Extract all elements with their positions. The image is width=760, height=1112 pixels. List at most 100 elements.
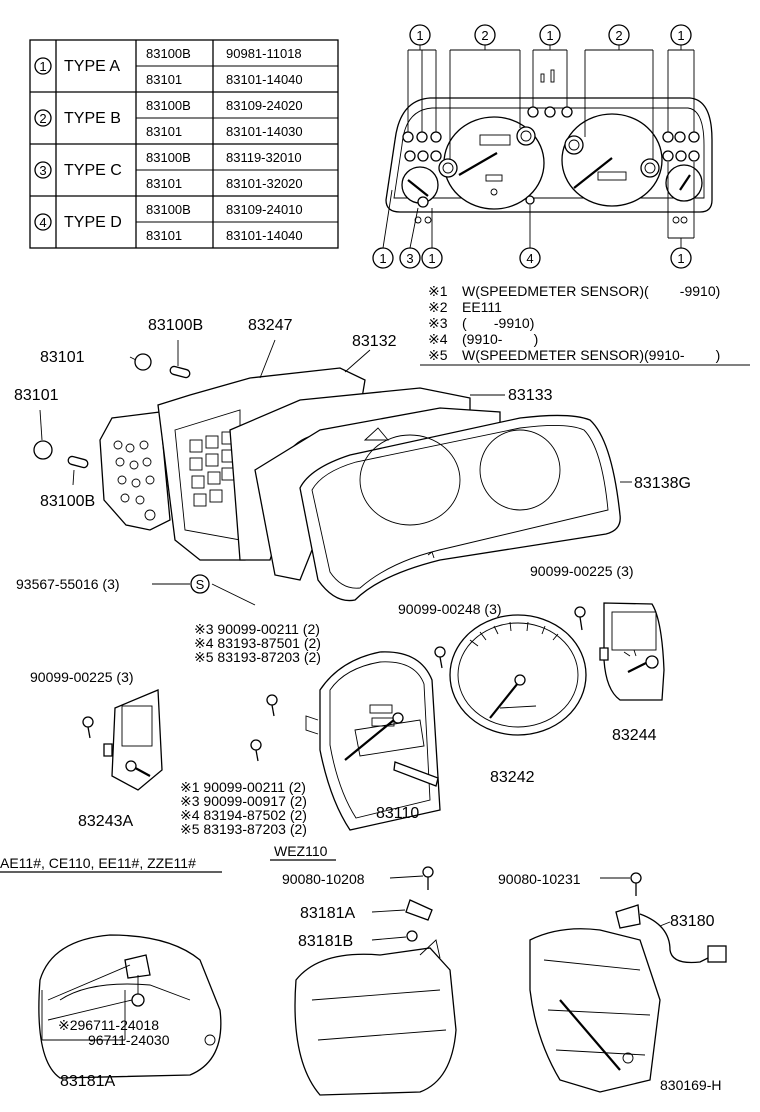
- table-row-circle: [34, 213, 52, 231]
- s-circle-label: S: [196, 577, 205, 592]
- table-cell-part: 83101: [146, 176, 182, 191]
- label-83244: 83244: [612, 727, 657, 744]
- label-96711: 96711-24030: [88, 1032, 170, 1048]
- label-90080-10231: 90080-10231: [498, 871, 581, 887]
- table-cell-partnumber: 90981-11018: [226, 46, 302, 61]
- table-cell-part: 83100B: [146, 98, 191, 113]
- label-90099-00225-right: 90099-00225 (3): [530, 563, 634, 579]
- callout-number: 1: [546, 28, 553, 43]
- table-cell-partnumber: 83101-14030: [226, 124, 303, 139]
- gauge-83244: [599, 602, 665, 701]
- label-83132: 83132: [352, 333, 397, 350]
- label-90080-10208: 90080-10208: [282, 871, 365, 887]
- table-cell-part: 83100B: [146, 150, 191, 165]
- label-83100B-left: 83100B: [40, 493, 95, 510]
- tachometer-83242: [449, 614, 587, 736]
- label-83101-left: 83101: [40, 349, 85, 366]
- transaxle-right: [529, 872, 727, 1093]
- label-83110: 83110: [376, 805, 419, 822]
- label-83100B-top: 83100B: [148, 317, 203, 334]
- callout-circle: [539, 24, 561, 46]
- label-ref4-a: ※4 83193-87501 (2): [194, 635, 321, 651]
- note-mark: ※2: [428, 299, 448, 315]
- callout-number: 3: [406, 251, 413, 266]
- callout-circle: [608, 24, 630, 46]
- speedometer-83110: [305, 651, 441, 831]
- part-labels: 83100B 83247 83132 83101 83101 83133 831…: [0, 317, 722, 1093]
- screws: [82, 606, 586, 762]
- table-row-circle: [34, 161, 52, 179]
- exploded-leaders: [39, 339, 632, 606]
- callout-circle: [670, 247, 692, 269]
- label-ref5-b: ※5 83193-87203 (2): [180, 821, 307, 837]
- callout-circle: [372, 247, 394, 269]
- cluster-exploded-view: [33, 353, 621, 602]
- table-row-type: TYPE A: [64, 58, 120, 75]
- note-text: (9910- ): [462, 331, 538, 347]
- model-label-left: AE11#, CE110, EE11#, ZZE11#: [0, 855, 196, 871]
- callout-circle: [421, 247, 443, 269]
- table-row-number: 3: [39, 163, 46, 178]
- label-83243A: 83243A: [78, 813, 133, 830]
- note-mark: ※4: [428, 331, 448, 347]
- label-83181A-mid: 83181A: [300, 905, 355, 922]
- label-83181A-bottom: 83181A: [60, 1073, 115, 1090]
- label-83133: 83133: [508, 387, 553, 404]
- table-row-circle: [34, 109, 52, 127]
- label-83101-upper: 83101: [14, 387, 59, 404]
- callout-circle: [519, 247, 541, 269]
- model-label-mid: WEZ110: [274, 843, 328, 859]
- note-text: W(SPEEDMETER SENSOR)(9910- ): [462, 347, 720, 363]
- callout-circle: [670, 24, 692, 46]
- label-83180: 83180: [670, 913, 715, 930]
- callout-number: 2: [481, 28, 488, 43]
- table-row-circle: [34, 57, 52, 75]
- callout-number: 1: [379, 251, 386, 266]
- note-mark: ※5: [428, 347, 448, 363]
- label-296711: ※296711-24018: [58, 1017, 159, 1033]
- note-mark: ※1: [428, 283, 448, 299]
- diagram-ref-code: 830169-H: [660, 1077, 722, 1093]
- table-row-number: 4: [39, 215, 46, 230]
- type-table: [29, 39, 339, 249]
- label-93567: 93567-55016 (3): [16, 576, 120, 592]
- gauge-83243A: [103, 689, 163, 791]
- transaxle-left: [38, 934, 222, 1079]
- table-row-type: TYPE B: [64, 110, 121, 127]
- table-cell-part: 83101: [146, 124, 182, 139]
- table-cell-partnumber: 83101-14040: [226, 228, 303, 243]
- table-cell-part: 83101: [146, 72, 182, 87]
- table-cell-partnumber: 83101-14040: [226, 72, 303, 87]
- table-row-type: TYPE D: [64, 214, 122, 231]
- callout-number: 1: [677, 251, 684, 266]
- callout-number: 1: [677, 28, 684, 43]
- table-cell-partnumber: 83109-24010: [226, 202, 303, 217]
- table-cell-partnumber: 83101-32020: [226, 176, 303, 191]
- callout-number: 4: [526, 251, 533, 266]
- note-text: ( -9910): [462, 315, 534, 331]
- table-cell-part: 83100B: [146, 202, 191, 217]
- note-text: W(SPEEDMETER SENSOR)( -9910): [462, 283, 720, 299]
- table-cell-part: 83101: [146, 228, 182, 243]
- callout-circle: [409, 24, 431, 46]
- label-ref3-b: ※3 90099-00917 (2): [180, 793, 307, 809]
- label-83247: 83247: [248, 317, 293, 334]
- callout-circle: [399, 247, 421, 269]
- label-83138G: 83138G: [634, 475, 691, 492]
- table-row-number: 2: [39, 111, 46, 126]
- notes-list: ※1 W(SPEEDMETER SENSOR)( -9910) ※2 EE111 ※3 (…: [428, 283, 720, 363]
- table-cell-partnumber: 83119-32010: [226, 150, 302, 165]
- label-ref3-a: ※3 90099-00211 (2): [194, 621, 320, 637]
- label-83181B: 83181B: [298, 933, 353, 950]
- cluster-front-view: [382, 35, 713, 249]
- label-90099-00225-left: 90099-00225 (3): [30, 669, 134, 685]
- transaxle-middle: [294, 866, 457, 1096]
- callout-number: 2: [615, 28, 622, 43]
- table-row-type: TYPE C: [64, 162, 122, 179]
- label-ref5-a: ※5 83193-87203 (2): [194, 649, 321, 665]
- note-text: EE111: [462, 299, 502, 315]
- note-mark: ※3: [428, 315, 448, 331]
